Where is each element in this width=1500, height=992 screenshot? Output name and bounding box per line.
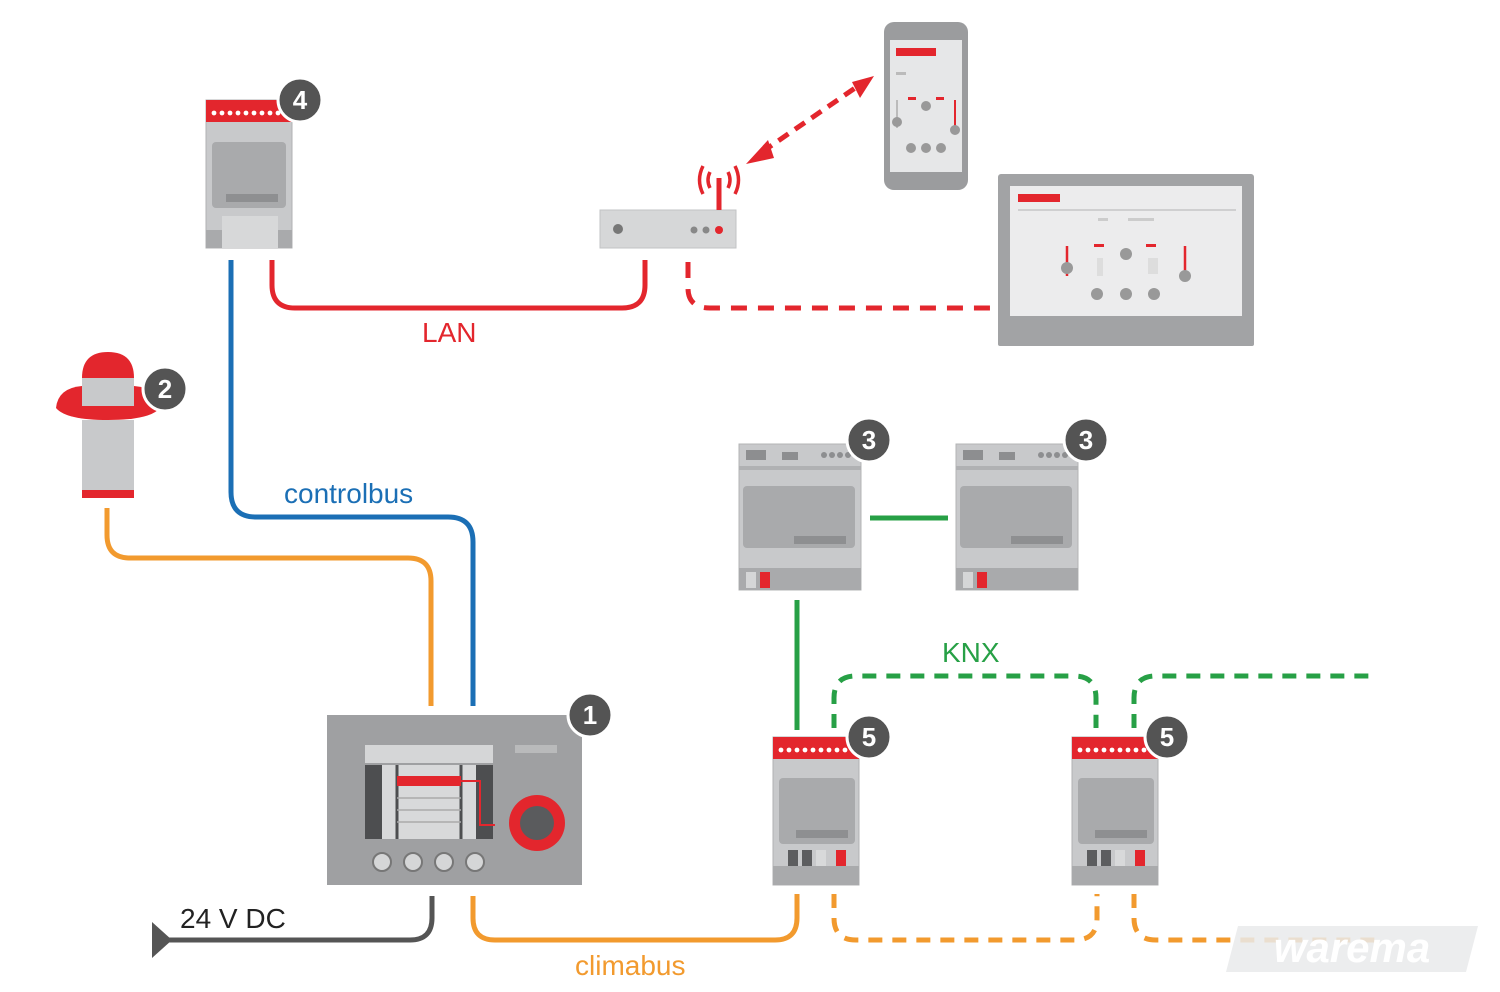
power-cable [165,896,435,943]
lan-cable [269,260,648,311]
device-3b-knx-module [955,443,1079,591]
badge-3a-text: 3 [862,425,876,455]
climabus-dashed-2 [1131,894,1380,943]
knx-label: KNX [942,637,1000,668]
device-2-weather-sensor [56,352,160,498]
watermark-wordmark: warema [1274,924,1430,971]
smartphone [884,22,968,190]
climabus-label: climabus [575,950,685,981]
badge-1: 1 [566,691,614,739]
router [599,165,741,249]
device-3a-knx-module [738,443,862,591]
lan-dashed-to-laptop [685,262,995,311]
badge-3b-text: 3 [1079,425,1093,455]
knx-dashed-2 [1131,673,1378,728]
wifi-icon [697,165,741,195]
power-arrow [152,922,172,958]
knx-dashed-1 [831,673,1099,728]
laptop [998,174,1254,346]
badge-5a-text: 5 [862,722,876,752]
badge-2-text: 2 [158,374,172,404]
device-1-controller [327,715,582,885]
climabus-cable [470,894,800,943]
badge-1-text: 1 [583,700,597,730]
sensor-cable [104,508,434,706]
badge-5b: 5 [1143,713,1191,761]
device-5a-module [772,736,860,886]
device-4-module [205,99,293,249]
device-5b-module [1071,736,1159,886]
warema-watermark-logo: warema [1226,924,1478,972]
badge-4-text: 4 [293,85,308,115]
badge-4: 4 [276,76,324,124]
badge-2: 2 [141,365,189,413]
controlbus-cable [228,260,476,706]
badge-5a: 5 [845,713,893,761]
badge-3b: 3 [1062,416,1110,464]
wireless-link-arrow [746,76,874,164]
lan-label: LAN [422,317,476,348]
badge-3a: 3 [845,416,893,464]
power-label: 24 V DC [180,903,286,934]
badge-5b-text: 5 [1160,722,1174,752]
climabus-dashed-1 [831,894,1100,943]
controlbus-label: controlbus [284,478,413,509]
